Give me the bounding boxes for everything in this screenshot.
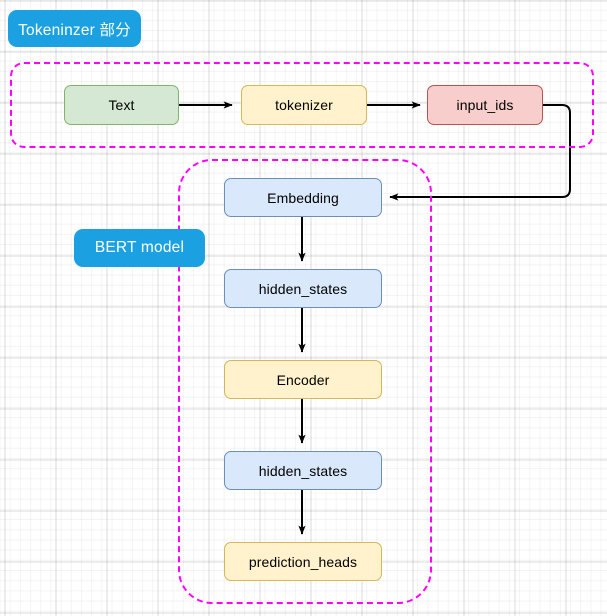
- node-input-ids[interactable]: input_ids: [427, 85, 543, 125]
- edge-input-ids-to-embedding: [389, 104, 571, 201]
- node-prediction-heads-label: prediction_heads: [248, 553, 358, 570]
- node-hidden-states-1[interactable]: hidden_states: [224, 269, 382, 308]
- node-text-label: Text: [108, 97, 135, 113]
- node-text[interactable]: Text: [64, 85, 179, 125]
- group-label-bert[interactable]: BERT model: [74, 229, 205, 267]
- group-label-bert-text: BERT model: [94, 239, 185, 256]
- group-label-tokenizer-text: Tokeninzer 部分: [18, 21, 131, 39]
- node-tokenizer-label: tokenizer: [275, 97, 333, 113]
- bert-group-boundary: [178, 159, 432, 604]
- group-label-tokenizer[interactable]: Tokeninzer 部分: [8, 10, 141, 47]
- node-encoder-label: Encoder: [276, 371, 330, 388]
- node-hidden-states-1-label: hidden_states: [258, 280, 348, 297]
- tokenizer-group-boundary: [10, 62, 594, 148]
- node-input-ids-label: input_ids: [456, 97, 514, 113]
- node-hidden-states-2[interactable]: hidden_states: [224, 451, 382, 490]
- node-embedding[interactable]: Embedding: [224, 178, 382, 217]
- node-tokenizer[interactable]: tokenizer: [241, 85, 367, 125]
- node-embedding-label: Embedding: [267, 189, 339, 206]
- node-prediction-heads[interactable]: prediction_heads: [224, 542, 382, 581]
- node-encoder[interactable]: Encoder: [224, 360, 382, 399]
- node-hidden-states-2-label: hidden_states: [258, 462, 348, 479]
